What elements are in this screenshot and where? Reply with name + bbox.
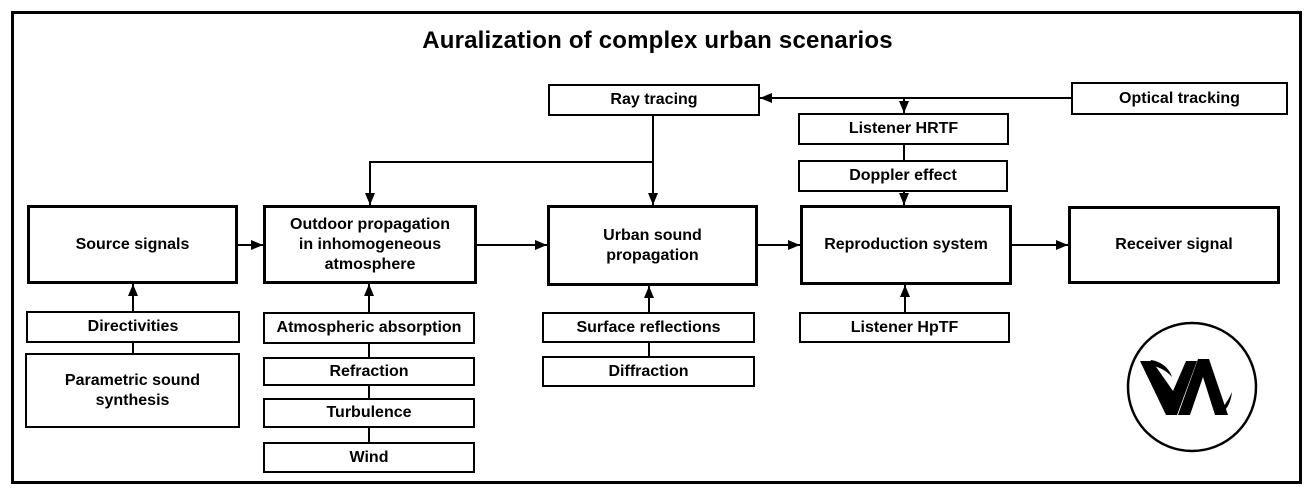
- node-refraction: Refraction: [263, 357, 475, 386]
- node-turbulence: Turbulence: [263, 398, 475, 428]
- node-urban-sound-propagation: Urban sound propagation: [547, 205, 758, 286]
- node-atmospheric-absorption: Atmospheric absorption: [263, 312, 475, 344]
- node-wind: Wind: [263, 442, 475, 473]
- va-logo-monogram: [1140, 359, 1232, 415]
- outer-frame: [11, 11, 1302, 484]
- node-listener-hrtf: Listener HRTF: [798, 113, 1009, 145]
- node-directivities: Directivities: [26, 311, 240, 343]
- node-outdoor-propagation: Outdoor propagation in inhomogeneous atm…: [263, 205, 477, 284]
- node-reproduction-system: Reproduction system: [800, 205, 1012, 285]
- node-ray-tracing: Ray tracing: [548, 84, 760, 116]
- node-surface-reflections: Surface reflections: [542, 312, 755, 343]
- diagram-title: Auralization of complex urban scenarios: [422, 27, 893, 54]
- node-optical-tracking: Optical tracking: [1071, 82, 1288, 115]
- node-source-signals: Source signals: [27, 205, 238, 284]
- va-logo: [1126, 321, 1258, 453]
- node-parametric-sound-synthesis: Parametric sound synthesis: [25, 353, 240, 428]
- node-diffraction: Diffraction: [542, 356, 755, 387]
- node-doppler-effect: Doppler effect: [798, 160, 1008, 192]
- node-listener-hptf: Listener HpTF: [799, 312, 1010, 343]
- node-receiver-signal: Receiver signal: [1068, 206, 1280, 284]
